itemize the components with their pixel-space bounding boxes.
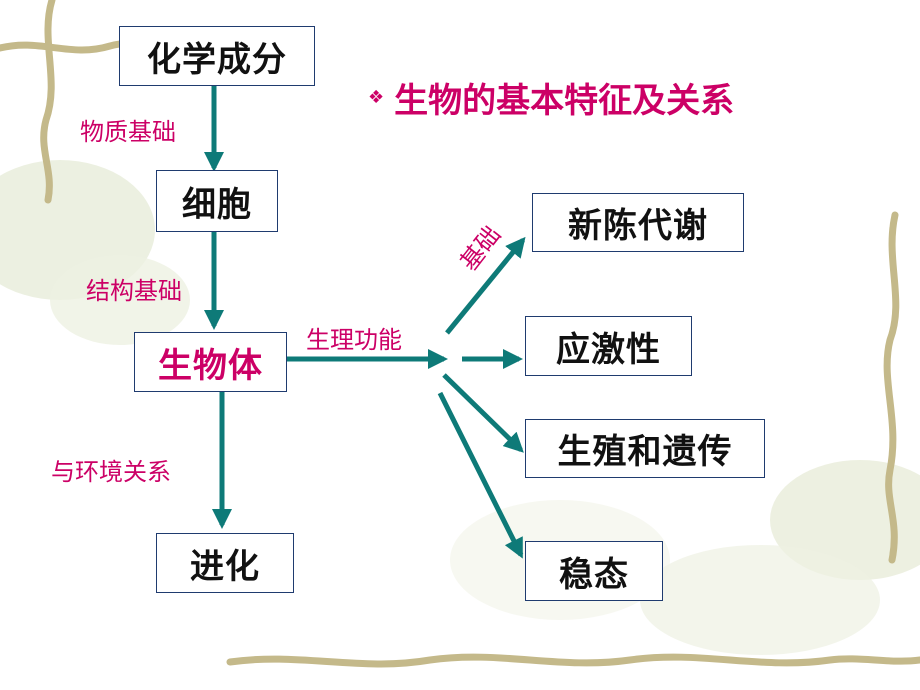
- edge-label-physiology: 生理功能: [306, 326, 402, 354]
- node-metabolism: 新陈代谢: [532, 193, 744, 252]
- node-irritability: 应激性: [525, 316, 692, 376]
- node-organism: 生物体: [134, 332, 287, 392]
- leaf-shadow: [50, 255, 190, 345]
- arrow-to-metabolism: [445, 236, 526, 335]
- node-cell: 细胞: [156, 170, 278, 232]
- edge-label-material-basis: 物质基础: [80, 118, 176, 146]
- arrow-to-reproduction: [442, 373, 524, 453]
- arrow-to-homeostasis: [437, 391, 524, 559]
- title-text: 生物的基本特征及关系: [394, 81, 735, 121]
- edge-label-environment: 与环境关系: [51, 458, 171, 486]
- node-homeostasis: 稳态: [525, 541, 663, 601]
- leaf-shadow: [640, 545, 880, 655]
- node-reproduction-heredity: 生殖和遗传: [525, 419, 765, 478]
- page-title: ❖ 生物的基本特征及关系: [368, 73, 734, 122]
- edge-label-structural-basis: 结构基础: [86, 277, 182, 305]
- vine-right: [883, 211, 900, 564]
- node-evolution: 进化: [156, 533, 294, 593]
- vine-bottom: [226, 653, 920, 668]
- node-chemical-composition: 化学成分: [119, 26, 315, 86]
- vine-left: [40, 0, 56, 204]
- diamond-bullet-icon: ❖: [368, 87, 385, 108]
